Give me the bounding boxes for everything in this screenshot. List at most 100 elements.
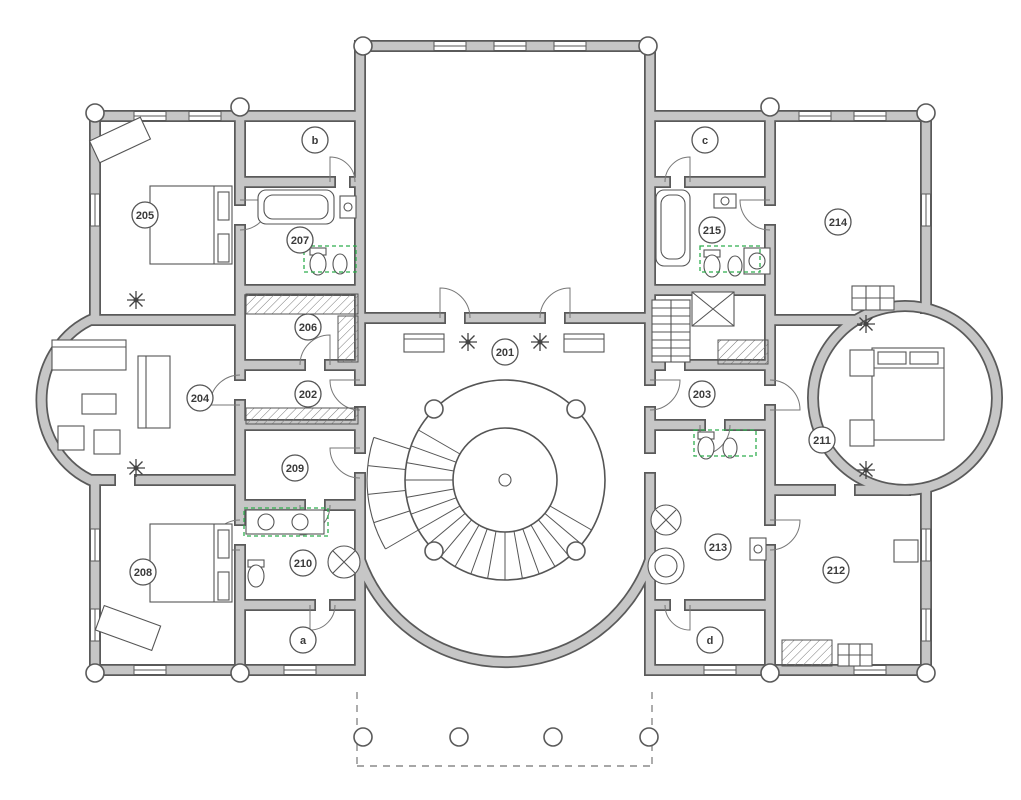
wardrobe bbox=[717, 339, 769, 365]
room-number: 206 bbox=[299, 322, 317, 334]
sofa bbox=[137, 355, 171, 429]
coffee-table bbox=[81, 393, 117, 415]
room-label-203: 203 bbox=[688, 380, 716, 408]
column-icon bbox=[916, 663, 936, 683]
elevator bbox=[691, 291, 735, 327]
column-icon bbox=[760, 97, 780, 117]
room-number: 207 bbox=[291, 235, 309, 247]
plant-icon bbox=[530, 332, 550, 352]
room-number: 208 bbox=[134, 567, 152, 579]
plant-icon bbox=[856, 314, 876, 334]
column-icon bbox=[566, 541, 586, 561]
room-label-214: 214 bbox=[824, 208, 852, 236]
wardrobe bbox=[245, 293, 359, 315]
terrace-colonnade bbox=[353, 692, 659, 767]
heated-floor-zone bbox=[243, 507, 329, 537]
plant-icon bbox=[126, 458, 146, 478]
desk bbox=[88, 116, 152, 164]
armchair bbox=[849, 349, 875, 377]
room-number: 214 bbox=[829, 217, 848, 229]
pillow bbox=[877, 351, 907, 365]
room-label-212: 212 bbox=[822, 556, 850, 584]
wardrobe bbox=[245, 407, 359, 425]
door-swing bbox=[769, 379, 801, 411]
plant-icon bbox=[126, 290, 146, 310]
armchair bbox=[849, 419, 875, 447]
armchair bbox=[893, 539, 919, 563]
column-icon bbox=[638, 36, 658, 56]
column-icon bbox=[230, 663, 250, 683]
stair-entry-arc bbox=[366, 437, 386, 550]
column-icon bbox=[639, 727, 659, 747]
bench bbox=[563, 333, 605, 353]
door-swing bbox=[739, 199, 771, 231]
wardrobe bbox=[337, 315, 359, 363]
window-icon bbox=[90, 528, 100, 562]
pillow bbox=[217, 571, 230, 601]
column-icon bbox=[760, 663, 780, 683]
door-swing bbox=[439, 287, 471, 319]
bathtub bbox=[655, 189, 691, 267]
room-label-207: 207 bbox=[286, 226, 314, 254]
bidet bbox=[722, 437, 738, 459]
column-icon bbox=[85, 103, 105, 123]
wardrobe bbox=[781, 639, 833, 667]
room-label-210: 210 bbox=[289, 549, 317, 577]
terrace-outline bbox=[356, 692, 653, 767]
column-icon bbox=[424, 541, 444, 561]
sofa bbox=[51, 339, 127, 371]
room-number: 202 bbox=[299, 389, 317, 401]
column-icon bbox=[85, 663, 105, 683]
sink bbox=[713, 193, 737, 209]
toilet bbox=[309, 247, 327, 276]
bidet bbox=[332, 253, 348, 275]
room-number: 203 bbox=[693, 389, 711, 401]
room-number: d bbox=[707, 635, 714, 647]
furniture-layer bbox=[51, 116, 945, 667]
window-icon bbox=[853, 111, 887, 121]
window-icon bbox=[921, 193, 931, 227]
sink bbox=[339, 195, 357, 219]
table-grid bbox=[837, 643, 873, 667]
armchair bbox=[57, 425, 85, 451]
room-label-201: 201 bbox=[491, 338, 519, 366]
room-label-balcony-a: a bbox=[289, 626, 317, 654]
pillow bbox=[217, 529, 230, 559]
bed bbox=[149, 185, 233, 265]
door-swing bbox=[649, 379, 681, 411]
column-icon bbox=[230, 97, 250, 117]
door-swing bbox=[664, 156, 691, 183]
toilet bbox=[247, 559, 265, 588]
window-icon bbox=[921, 608, 931, 642]
shower bbox=[327, 545, 361, 579]
room-label-206: 206 bbox=[294, 313, 322, 341]
bathtub bbox=[257, 189, 335, 225]
bench bbox=[403, 333, 445, 353]
armchair bbox=[93, 429, 121, 455]
room-label-205: 205 bbox=[131, 201, 159, 229]
room-label-213: 213 bbox=[704, 533, 732, 561]
room-label-balcony-c: c bbox=[691, 126, 719, 154]
window-icon bbox=[493, 41, 527, 51]
room-label-balcony-b: b bbox=[301, 126, 329, 154]
room-label-balcony-d: d bbox=[696, 626, 724, 654]
grand-staircase bbox=[366, 379, 606, 581]
jacuzzi bbox=[647, 547, 685, 585]
room-label-215: 215 bbox=[698, 216, 726, 244]
column-icon bbox=[916, 103, 936, 123]
heated-floor-zone bbox=[303, 245, 357, 273]
plant-icon bbox=[856, 460, 876, 480]
bed bbox=[871, 347, 945, 441]
shower bbox=[650, 504, 682, 536]
column-icon bbox=[543, 727, 563, 747]
room-number: c bbox=[702, 135, 708, 147]
room-number: 204 bbox=[191, 393, 210, 405]
pillow bbox=[217, 233, 230, 263]
column-icon bbox=[449, 727, 469, 747]
door-swing bbox=[329, 156, 356, 183]
window-icon bbox=[703, 665, 737, 675]
room-number: 205 bbox=[136, 210, 154, 222]
service-core bbox=[651, 291, 735, 363]
